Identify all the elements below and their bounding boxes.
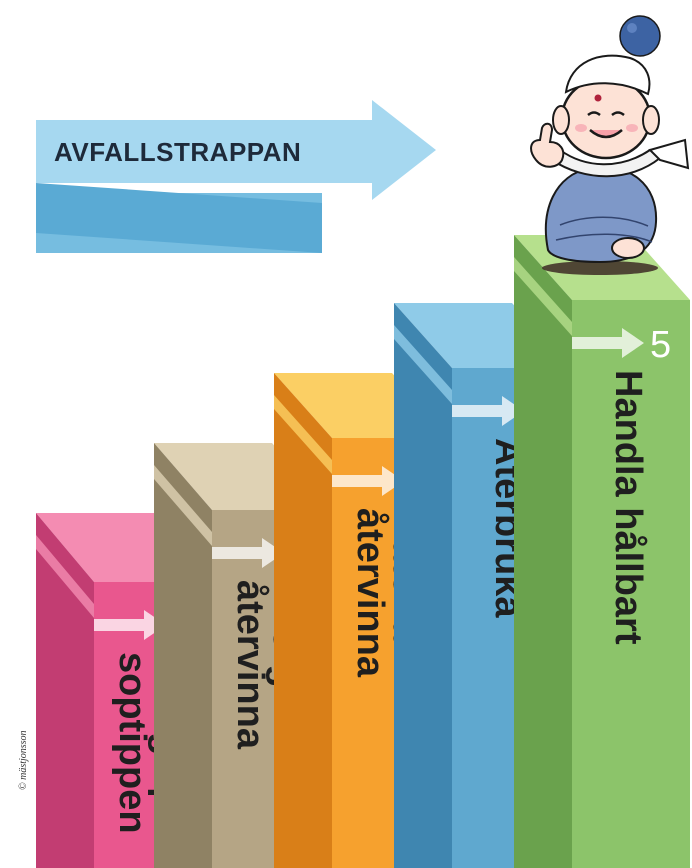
step-number: 5	[650, 324, 671, 366]
step-arrow	[452, 396, 524, 426]
step-side-stripe	[154, 465, 212, 546]
step-arrow	[94, 610, 166, 640]
step-side-face	[514, 235, 572, 868]
step-label-line: Handla hållbart	[607, 370, 649, 645]
step-side-face	[36, 513, 94, 868]
title-text: AVFALLSTRAPPAN	[54, 137, 301, 167]
step-side-stripe	[514, 257, 572, 336]
step-label-line: återvinna	[349, 508, 391, 678]
illustrator-credit: © mästjonsson	[18, 730, 29, 790]
step-arrow	[332, 466, 404, 496]
title-arrow-fold	[36, 183, 322, 253]
step-arrow	[212, 538, 284, 568]
step-side-face	[154, 443, 212, 868]
step-side-stripe	[394, 325, 452, 404]
step-side-face	[274, 373, 332, 868]
step-side-stripe	[36, 535, 94, 618]
step-front-face	[572, 300, 690, 868]
staircase: 1Slänga påsoptippen2Energi-återvinna3Mat…	[36, 235, 690, 868]
step-side-face	[394, 303, 452, 868]
step-label-line: soptippen	[111, 652, 153, 834]
title-arrow-shape	[36, 100, 436, 200]
mascot-figure	[530, 15, 690, 275]
title-arrow: AVFALLSTRAPPAN	[36, 100, 436, 253]
step-arrow	[572, 328, 644, 358]
step-side-stripe	[274, 395, 332, 474]
step-label-line: återvinna	[229, 580, 271, 750]
